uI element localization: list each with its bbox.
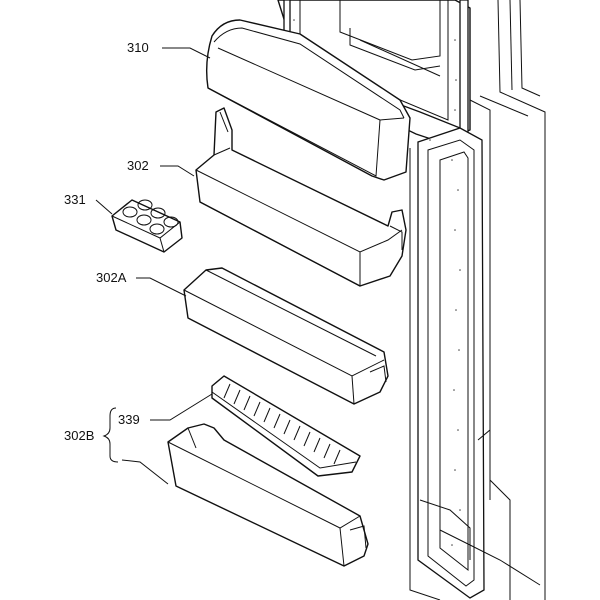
door-frame bbox=[277, 0, 546, 600]
callout-339: 339 bbox=[118, 412, 140, 427]
part-302A-door-shelf bbox=[183, 267, 389, 405]
leader-lines bbox=[95, 47, 213, 485]
callout-331: 331 bbox=[64, 192, 86, 207]
callout-302B: 302B bbox=[64, 428, 94, 443]
callout-302A: 302A bbox=[96, 270, 127, 285]
part-310-shelf-cover bbox=[205, 19, 411, 181]
part-302B-door-shelf bbox=[167, 423, 369, 567]
part-339-shelf-insert bbox=[211, 375, 361, 477]
callout-310: 310 bbox=[127, 40, 149, 55]
part-331-egg-tray bbox=[111, 199, 183, 253]
callout-302: 302 bbox=[127, 158, 149, 173]
part-302-door-shelf bbox=[195, 107, 407, 287]
